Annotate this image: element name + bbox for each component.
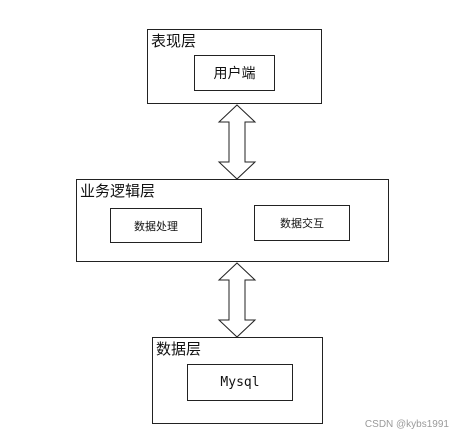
presentation-layer-title: 表现层 [151,32,197,50]
bidirectional-arrow-presentation-business [217,104,257,180]
data-interaction-component-label: 数据交互 [280,217,324,230]
mysql-component-box: Mysql [187,364,293,401]
client-component-box: 用户端 [194,55,275,91]
data-processing-component-label: 数据处理 [134,219,178,233]
client-component-label: 用户端 [213,66,256,82]
presentation-layer-box: 表现层 用户端 [147,29,322,104]
mysql-component-label: Mysql [220,375,260,390]
business-layer-box: 业务逻辑层 数据处理 数据交互 [76,179,389,262]
bidirectional-arrow-business-data [217,262,257,338]
data-processing-component-box: 数据处理 [110,208,202,243]
business-layer-title: 业务逻辑层 [80,182,156,200]
data-interaction-component-box: 数据交互 [254,205,350,241]
data-layer-title: 数据层 [156,340,202,358]
data-layer-box: 数据层 Mysql [152,337,323,424]
watermark-text: CSDN @kybs1991 [364,419,449,430]
